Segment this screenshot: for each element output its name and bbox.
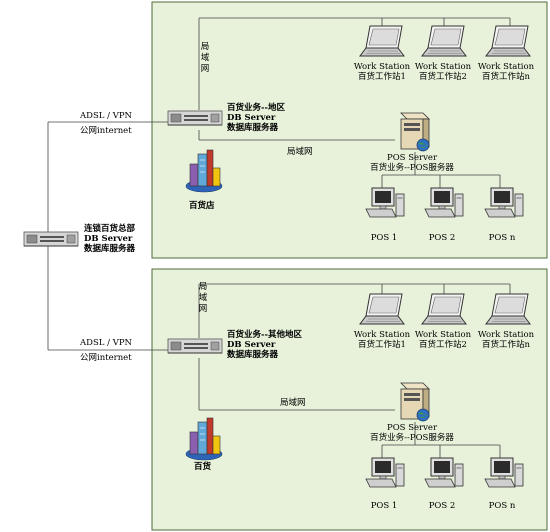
top-link-adsl-label: ADSL / VPN [80,111,132,121]
region-db-label: 百货业务--地区 DB Server 数据库服务器 [227,103,285,133]
lan-horizontal-label: 局域网 [287,147,313,157]
region-db-server-icon [167,110,223,126]
pos-server-name: POS Server [386,423,438,433]
workstation-name: Work Station [353,62,411,72]
workstation-desc: 百货工作站2 [419,72,467,82]
lan-vertical-label: 局域网 [200,42,210,74]
pos-server-label: POS Server 百货业务--POS服务器 [362,423,462,443]
workstation-label: Work Station 百货工作站n [468,330,544,350]
store-label: 百货店 [189,201,215,211]
region-db-label-line2: DB Server [227,113,276,123]
lan-vertical-label: 局域网 [198,282,208,314]
hq-label-line3: 数据库服务器 [84,244,136,254]
pos-server-name: POS Server [386,153,438,163]
wan-links [47,121,168,351]
workstation-name: Work Station [353,330,411,340]
lan-horizontal-label: 局域网 [280,398,306,408]
pos-terminal-label: POS 1 [370,501,398,511]
workstation-desc: 百货工作站n [482,72,530,82]
hq-server-icon [23,231,79,247]
region-db-label-line3: 数据库服务器 [227,350,279,360]
region-db-label-line1: 百货业务--地区 [227,103,286,113]
pos-terminal-label: POS n [488,233,516,243]
pos-terminal-label: POS n [488,501,516,511]
region-db-label: 百货业务--其他地区 DB Server 数据库服务器 [227,330,302,360]
region-db-label-line1: 百货业务--其他地区 [227,330,303,340]
workstation-name: Work Station [477,62,535,72]
region-panel-bottom [151,268,548,531]
lan-lines-bottom [198,283,511,458]
pos-server-label: POS Server 百货业务--POS服务器 [362,153,462,173]
workstation-desc: 百货工作站n [482,340,530,350]
workstation-label: Work Station 百货工作站1 [344,330,420,350]
pos-server-desc: 百货业务--POS服务器 [370,433,454,443]
workstation-label: Work Station 百货工作站2 [405,62,481,82]
lan-lines-top [198,17,511,188]
pos-server-desc: 百货业务--POS服务器 [370,163,454,173]
top-link-internet-label: 公网internet [80,126,132,136]
pos-terminal-label: POS 2 [428,501,456,511]
hq-label-line1: 连锁百货总部 [84,224,136,234]
region-db-server-icon [167,338,223,354]
hq-label-line2: DB Server [84,234,133,244]
workstation-name: Work Station [414,330,472,340]
hq-label: 连锁百货总部 DB Server 数据库服务器 [84,224,135,254]
store-label: 百货 [194,462,212,472]
region-db-label-line2: DB Server [227,340,276,350]
region-db-label-line3: 数据库服务器 [227,123,279,133]
workstation-name: Work Station [414,62,472,72]
pos-server-icon [400,382,430,422]
bottom-link-internet-label: 公网internet [80,353,132,363]
pos-terminal-label: POS 1 [370,233,398,243]
workstation-desc: 百货工作站2 [419,340,467,350]
workstation-label: Work Station 百货工作站n [468,62,544,82]
workstation-desc: 百货工作站1 [358,340,406,350]
region-panel-top [151,1,548,259]
workstation-label: Work Station 百货工作站1 [344,62,420,82]
workstation-name: Work Station [477,330,535,340]
pos-terminal-label: POS 2 [428,233,456,243]
bottom-link-adsl-label: ADSL / VPN [80,338,132,348]
workstation-label: Work Station 百货工作站2 [405,330,481,350]
workstation-desc: 百货工作站1 [358,72,406,82]
pos-server-icon [400,112,430,152]
